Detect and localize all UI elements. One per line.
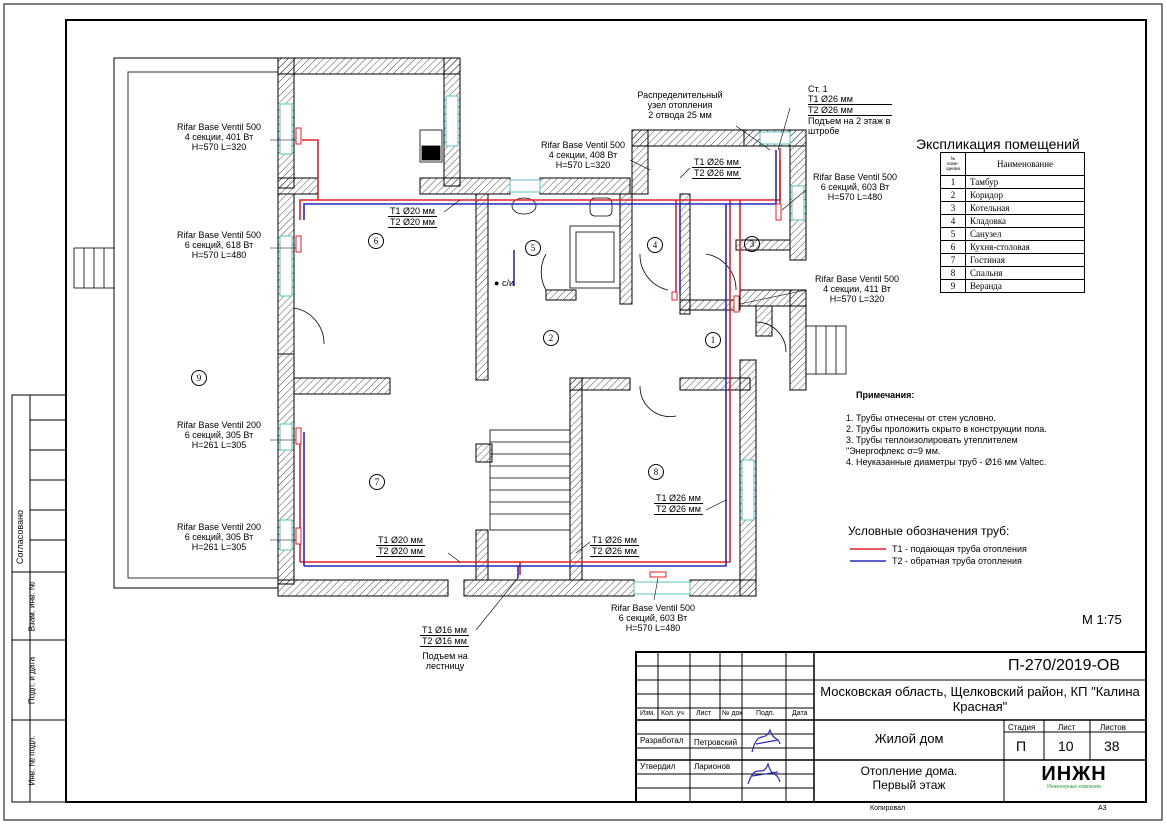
legend-t2-label: T2 - обратная труба отопления — [892, 556, 1022, 566]
explication-title: Экспликация помещений — [916, 136, 1080, 152]
format-label: А3 — [1098, 805, 1107, 812]
side-stamp-replace: Взам. инв. № — [27, 581, 37, 632]
stage-header: Стадия — [1008, 723, 1036, 732]
approver-role: Утвердил — [640, 762, 676, 771]
room-mark-5: 5 — [525, 240, 541, 256]
room-mark-2: 2 — [543, 330, 559, 346]
signatures — [747, 728, 781, 785]
scale-label: М 1:75 — [1082, 612, 1122, 627]
sheet-header: Лист — [1058, 723, 1076, 732]
note-item: 1. Трубы отнесены от стен условно. — [846, 413, 996, 423]
doors — [293, 253, 787, 417]
sheets-value: 38 — [1104, 738, 1120, 754]
copied-label: Копировал — [870, 805, 906, 812]
room-mark-8: 8 — [648, 464, 664, 480]
sheets-header: Листов — [1100, 723, 1126, 732]
room-mark-4: 4 — [647, 237, 663, 253]
room-mark-9: 9 — [191, 370, 207, 386]
developer-role: Разработал — [640, 736, 684, 745]
doc-code: П-270/2019-ОВ — [1008, 657, 1121, 674]
note-item: 4. Неуказанные диаметры труб - Ø16 мм Va… — [846, 457, 1047, 467]
supply-pipes — [299, 139, 781, 575]
location: Московская область, Щелковский район, КП… — [820, 684, 1140, 714]
wc-label: ● с/и — [494, 278, 514, 288]
stage-value: П — [1016, 738, 1027, 754]
room-mark-3: 3 — [744, 236, 760, 252]
note-item: 3. Трубы теплоизолировать утеплителем "Э… — [846, 435, 1018, 456]
approver-name: Ларионов — [694, 762, 731, 771]
developer-name: Петровский — [694, 738, 738, 747]
stairs — [489, 429, 571, 531]
side-stamp-agreed: Согласовано — [15, 509, 25, 565]
note-item: 2. Трубы проложить скрыто в конструкции … — [846, 424, 1047, 434]
legend-title: Условные обозначения труб: — [848, 524, 1010, 538]
notes-title: Примечания: — [856, 390, 915, 400]
title-block-grid — [635, 651, 1147, 803]
side-stamp-inv: Инв. № подл. — [27, 735, 37, 786]
leader-lines — [270, 107, 807, 631]
col-head-list: Лист — [696, 710, 712, 717]
sanitary — [419, 129, 621, 289]
left-steps — [73, 247, 115, 289]
company-logo: ИНЖН Инженерные компании — [1041, 763, 1107, 790]
col-head-sign: Подп. — [756, 710, 775, 717]
sheet-title: Отопление дома. Первый этаж — [860, 764, 958, 792]
col-head-kol: Кол. уч — [661, 710, 684, 717]
sheet-value: 10 — [1058, 738, 1074, 754]
side-stamp-sign-date: Подп. и дата — [27, 656, 37, 705]
room-mark-6: 6 — [368, 233, 384, 249]
col-head-date: Дата — [792, 710, 808, 717]
side-stamp-strip — [11, 394, 67, 803]
col-head-doc: № док — [722, 710, 743, 717]
notes-block: Примечания: 1. Трубы отнесены от стен ус… — [846, 390, 1072, 468]
legend-t1-label: T1 - подающая труба отопления — [892, 544, 1027, 554]
stair-rise-note: Подъем на лестницу — [422, 651, 468, 671]
radiators — [295, 127, 782, 578]
room-mark-7: 7 — [369, 474, 385, 490]
object-name: Жилой дом — [874, 731, 944, 746]
col-head-izm: Изм. — [640, 710, 655, 717]
return-pipes — [303, 150, 777, 578]
room-mark-1: 1 — [705, 332, 721, 348]
right-steps — [805, 325, 847, 375]
outer-frame — [3, 3, 1163, 821]
riser-label: Ст. 1 T1 Ø26 мм T2 Ø26 мм Подъем на 2 эт… — [808, 84, 892, 136]
